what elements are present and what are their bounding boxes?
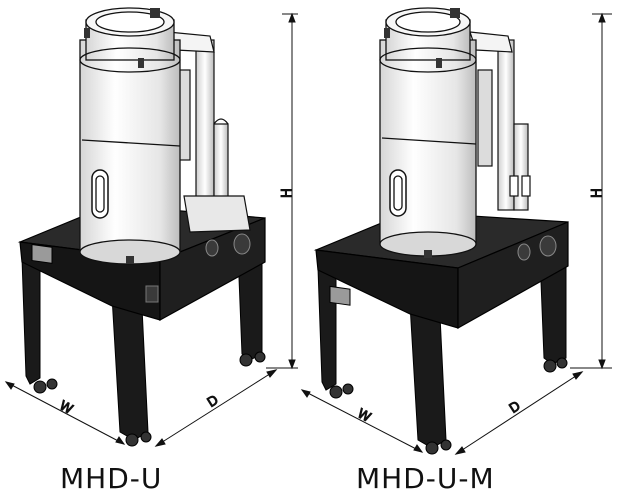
lid-clamps	[384, 8, 460, 258]
caster-wheels	[33, 351, 266, 447]
dimension-height: H	[570, 12, 612, 370]
dryer-hopper	[379, 7, 477, 257]
svg-text:W: W	[355, 406, 374, 425]
dimension-depth: D	[454, 371, 584, 455]
side-port	[233, 233, 251, 255]
sight-glass	[389, 169, 407, 217]
side-port	[517, 243, 531, 261]
dryer-hopper	[79, 7, 181, 265]
model-caption-mhd-u: MHD-U	[60, 462, 163, 495]
control-panel-screen	[329, 285, 351, 306]
model-caption-mhd-u-m: MHD-U-M	[356, 462, 495, 495]
side-port	[539, 235, 557, 257]
dimension-depth: D	[154, 369, 278, 447]
dimension-width: W	[300, 389, 424, 453]
svg-text:W: W	[57, 398, 76, 417]
pipe-assembly	[469, 31, 531, 211]
svg-text:H: H	[590, 188, 605, 198]
caster-wheels	[329, 357, 568, 455]
machine-mhd-u-m: W D H	[300, 7, 612, 455]
machine-mhd-u: W D H	[4, 7, 298, 447]
svg-text:D: D	[507, 399, 524, 417]
control-panel-screen	[31, 243, 53, 264]
frame-legs	[21, 243, 263, 441]
access-panel	[145, 285, 159, 303]
svg-text:D: D	[205, 393, 221, 411]
lid-clamps	[84, 8, 160, 264]
dimension-width: W	[4, 381, 126, 445]
dimension-height: H	[266, 12, 298, 370]
pipe-assembly	[167, 31, 251, 233]
sight-glass	[91, 169, 109, 219]
svg-text:H: H	[280, 188, 295, 198]
side-port	[205, 239, 219, 257]
